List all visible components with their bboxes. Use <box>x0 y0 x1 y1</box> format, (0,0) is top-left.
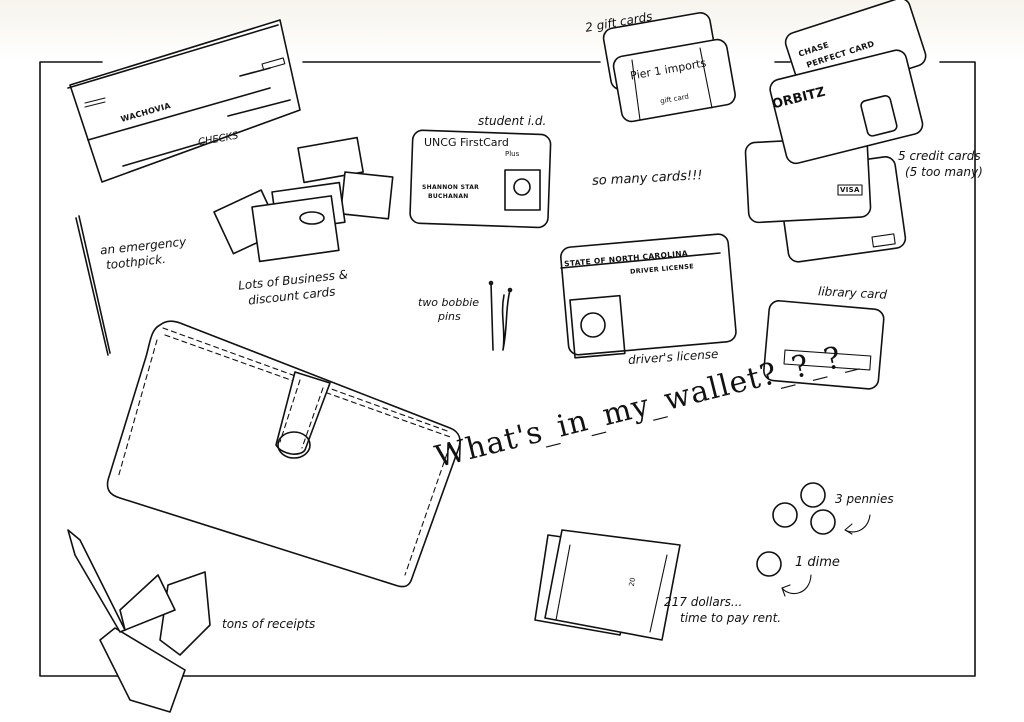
student-id-name-line1: SHANNON STAR <box>422 184 480 191</box>
wallet-drawing <box>106 320 461 588</box>
bobbie-pins-label-line2: pins <box>438 310 461 323</box>
credit-cards-drawing <box>744 0 927 263</box>
bobbie-pins-drawing <box>488 280 513 351</box>
credit-card-visa: VISA <box>840 186 860 194</box>
student-id-drawing <box>409 129 552 229</box>
student-id-card-subtitle: Plus <box>505 150 520 158</box>
credit-cards-label-line1: 5 credit cards <box>898 149 981 163</box>
page-frame <box>39 61 976 677</box>
receipts-label: tons of receipts <box>222 617 316 631</box>
check-drawing <box>67 19 301 183</box>
cash-drawing <box>534 529 681 641</box>
bobbie-pins-label-line1: two bobbie <box>418 296 480 309</box>
pennies-drawing <box>772 482 871 535</box>
dime-label: 1 dime <box>795 555 840 570</box>
student-id-card-title: UNCG FirstCard <box>424 136 509 149</box>
pennies-label: 3 pennies <box>835 492 894 506</box>
library-card-drawing <box>763 300 885 390</box>
student-id-name-line2: BUCHANAN <box>428 193 469 200</box>
gift-cards-drawing <box>602 12 736 123</box>
dime-drawing <box>756 551 812 597</box>
receipts-drawing <box>67 529 211 713</box>
cash-bill-value: 20 <box>627 576 638 588</box>
cash-label-line1: 217 dollars... <box>664 595 743 609</box>
credit-cards-label-line2: (5 too many) <box>905 165 983 179</box>
toothpick-drawing <box>75 215 111 356</box>
business-cards-drawing <box>213 136 394 263</box>
student-id-label: student i.d. <box>478 114 547 128</box>
drivers-license-drawing <box>560 233 737 359</box>
cash-label-line2: time to pay rent. <box>680 611 782 625</box>
